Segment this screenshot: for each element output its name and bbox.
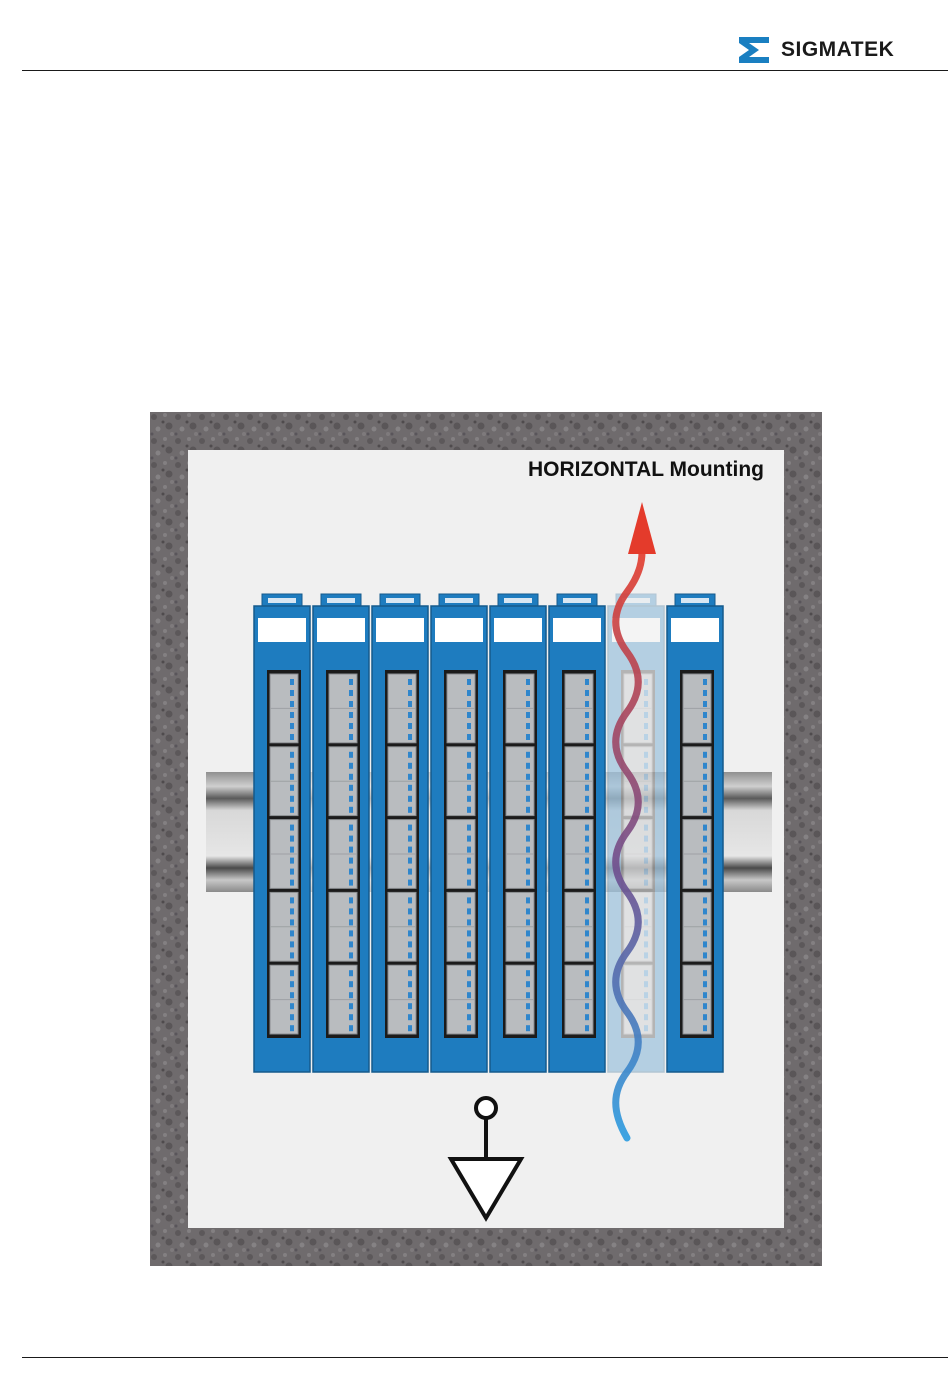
figure-title: HORIZONTAL Mounting xyxy=(528,458,764,481)
horizontal-mounting-figure: HORIZONTAL Mounting xyxy=(150,412,822,1266)
io-module xyxy=(549,594,605,1072)
brand: SIGMATEK xyxy=(737,35,894,65)
footer-divider xyxy=(22,1357,948,1358)
brand-name: SIGMATEK xyxy=(781,35,894,65)
io-module xyxy=(254,594,310,1072)
io-module xyxy=(667,594,723,1072)
header-divider xyxy=(22,70,948,71)
io-module xyxy=(431,594,487,1072)
io-module xyxy=(313,594,369,1072)
sigmatek-logo-icon xyxy=(737,35,771,65)
io-module xyxy=(372,594,428,1072)
io-module xyxy=(490,594,546,1072)
